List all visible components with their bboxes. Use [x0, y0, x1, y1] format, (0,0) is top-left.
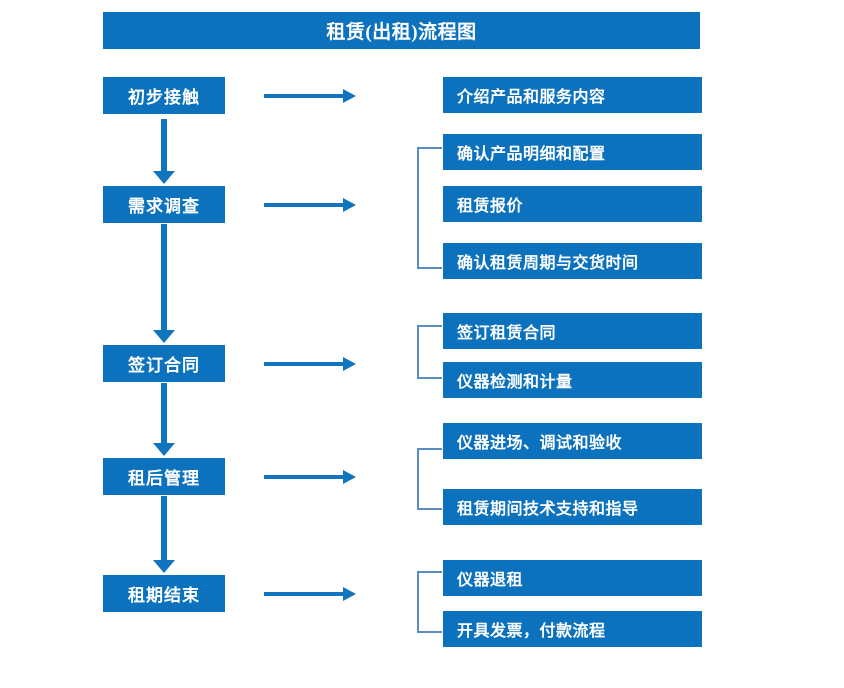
vertical-arrow-1 — [153, 119, 175, 184]
stage-box-1[interactable]: 初步接触 — [103, 77, 225, 114]
detail-box-2-2[interactable]: 租赁报价 — [443, 186, 702, 222]
group-bracket-3 — [417, 325, 442, 379]
stage-box-5[interactable]: 租期结束 — [103, 575, 225, 612]
stage-box-2[interactable]: 需求调查 — [103, 186, 225, 223]
horizontal-arrow-4 — [264, 470, 356, 484]
horizontal-arrow-3 — [264, 357, 356, 371]
detail-box-3-2[interactable]: 仪器检测和计量 — [443, 362, 702, 398]
detail-box-4-2[interactable]: 租赁期间技术支持和指导 — [443, 489, 702, 525]
vertical-arrow-3 — [153, 383, 175, 456]
detail-box-3-1[interactable]: 签订租赁合同 — [443, 313, 702, 349]
stage-box-4[interactable]: 租后管理 — [103, 458, 225, 495]
horizontal-arrow-5 — [264, 587, 356, 601]
detail-box-4-1[interactable]: 仪器进场、调试和验收 — [443, 423, 702, 459]
group-bracket-5 — [417, 571, 442, 633]
vertical-arrow-2 — [153, 224, 175, 343]
detail-box-5-1[interactable]: 仪器退租 — [443, 560, 702, 596]
group-bracket-2 — [417, 147, 442, 269]
horizontal-arrow-2 — [264, 198, 356, 212]
group-bracket-4 — [417, 448, 442, 510]
detail-box-5-2[interactable]: 开具发票，付款流程 — [443, 611, 702, 647]
flowchart-title: 租赁(出租)流程图 — [103, 12, 700, 49]
horizontal-arrow-1 — [264, 89, 356, 103]
detail-box-2-3[interactable]: 确认租赁周期与交货时间 — [443, 243, 702, 279]
vertical-arrow-4 — [153, 496, 175, 573]
detail-box-2-1[interactable]: 确认产品明细和配置 — [443, 134, 702, 170]
detail-box-1-1[interactable]: 介绍产品和服务内容 — [443, 77, 702, 113]
stage-box-3[interactable]: 签订合同 — [103, 345, 225, 382]
